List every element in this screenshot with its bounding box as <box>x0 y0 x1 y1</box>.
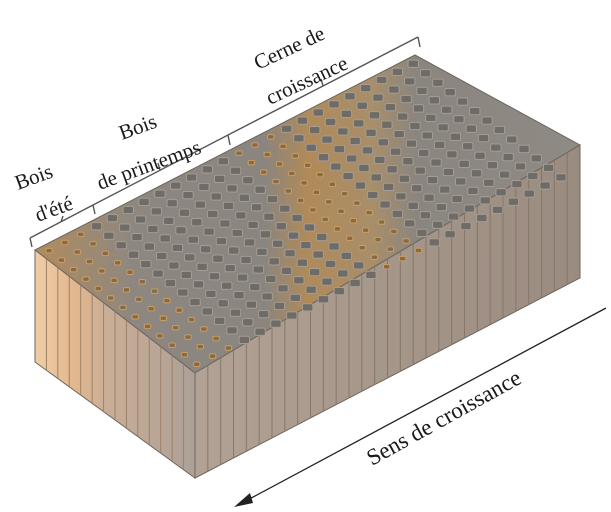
wood-block <box>34 54 582 479</box>
growth-ring-bracket <box>227 36 421 136</box>
growth-direction-label: Sens de croissance <box>362 365 525 470</box>
side-cell-lines <box>207 152 568 472</box>
front-cell-lines <box>45 258 185 470</box>
growth-direction-arrow <box>234 307 607 507</box>
springwood-bracket <box>92 134 231 206</box>
summerwood-label-line1: Bois <box>12 159 56 195</box>
summerwood-label-line2: d'été <box>32 191 77 227</box>
springwood-label-line1: Bois <box>116 109 160 145</box>
summerwood-bracket <box>29 204 96 248</box>
top-cell-lumens <box>45 59 567 367</box>
